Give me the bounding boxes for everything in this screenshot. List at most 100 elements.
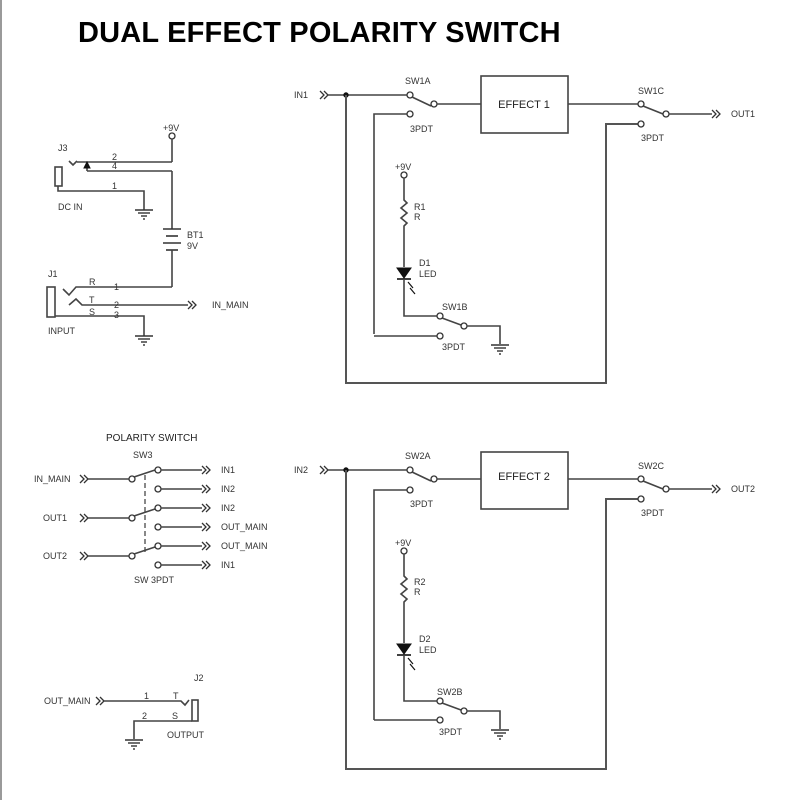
j1-name: INPUT (48, 326, 76, 336)
j1-ring-wire (62, 286, 172, 297)
j1-pin-number: 1 (114, 282, 119, 292)
resistor-r2-icon (399, 554, 409, 643)
r1-value: R (414, 212, 421, 222)
ground-icon (490, 344, 510, 355)
supply-terminal-icon (168, 132, 176, 140)
effect1-supply-label: +9V (395, 162, 411, 172)
sw2b-ref: SW2B (437, 687, 463, 697)
j3-ref: J3 (58, 143, 68, 153)
d1-ref: D1 (419, 258, 431, 268)
j3-switch-arrow-icon (83, 160, 91, 169)
effect1-in-label: IN1 (294, 90, 308, 100)
sw1c-ref: SW1C (638, 86, 665, 96)
effect2-ground-wire (467, 710, 501, 729)
effect2-out-label: OUT2 (731, 484, 755, 494)
effect1-led-wire (403, 280, 437, 317)
j2-tip-wire (104, 699, 190, 707)
switch-terminal-icon (430, 100, 438, 108)
switch-terminal-icon (637, 475, 645, 483)
sw3-output-label: OUT_MAIN (221, 522, 268, 532)
sw2c-ref: SW2C (638, 461, 665, 471)
d1-value: LED (419, 269, 437, 279)
sw1a-type: 3PDT (410, 124, 434, 134)
switch-terminal-icon (436, 332, 444, 340)
sw1b-type: 3PDT (442, 342, 466, 352)
effect2-bypass-wire (345, 470, 638, 770)
effect2-in-label: IN2 (294, 465, 308, 475)
port-arrow-icon (201, 484, 211, 494)
j2-name: OUTPUT (167, 730, 205, 740)
j1-pin-letter: T (89, 295, 95, 305)
polarity-switch: POLARITY SWITCH SW3 IN_MAIN OUT1 OUT2 IN… (34, 433, 268, 585)
d2-value: LED (419, 645, 437, 655)
j2-pin-letter: T (173, 691, 179, 701)
sw3-input-label: OUT1 (43, 513, 67, 523)
switch-blade-icon (133, 546, 156, 555)
j1-jack-body (46, 286, 56, 318)
effect2-loop: IN2 SW2A 3PDT EFFECT 2 SW2C OUT2 3PDT +9… (294, 451, 755, 770)
j3-contact-spring (68, 160, 78, 167)
j2-pin-number: 2 (142, 711, 147, 721)
effect1-out-label: OUT1 (731, 109, 755, 119)
ground-icon (134, 209, 154, 220)
effect2-label: EFFECT 2 (498, 471, 550, 483)
switch-blade-icon (133, 469, 156, 478)
switch-terminal-icon (154, 485, 162, 493)
sw3-output-row: IN1 (154, 560, 235, 570)
effect2-led-loop-wire (373, 489, 407, 720)
effect1-ground-wire (467, 325, 501, 344)
effect1-led-loop-wire (373, 113, 407, 334)
light-ray-icon (409, 663, 416, 671)
led-d1-icon (396, 267, 412, 279)
j1-pin-letter: R (89, 277, 96, 287)
switch-terminal-icon (436, 716, 444, 724)
supply-terminal-icon (400, 171, 408, 179)
port-arrow-icon (319, 90, 329, 100)
port-arrow-icon (201, 522, 211, 532)
switch-terminal-icon (154, 523, 162, 531)
switch-terminal-icon (154, 542, 162, 550)
port-arrow-icon (79, 474, 89, 484)
switch-terminal-icon (637, 100, 645, 108)
j1-sleeve-ground-wire (55, 315, 145, 336)
sw3-output-row: IN2 (154, 484, 235, 494)
switch-terminal-icon (662, 485, 670, 493)
bt1-value: 9V (187, 241, 198, 251)
polarity-switch-heading: POLARITY SWITCH (106, 433, 198, 444)
port-arrow-icon (201, 541, 211, 551)
switch-terminal-icon (436, 312, 444, 320)
switch-terminal-icon (662, 110, 670, 118)
port-arrow-icon (95, 696, 105, 706)
sw1a-ref: SW1A (405, 76, 431, 86)
j3-pin1-ground-wire (57, 186, 145, 210)
sw3-output-row: IN2 (154, 503, 235, 513)
switch-terminal-icon (637, 120, 645, 128)
switch-terminal-icon (406, 91, 414, 99)
schematic-title: DUAL EFFECT POLARITY SWITCH (78, 17, 561, 49)
sw3-output-label: IN2 (221, 503, 235, 513)
supply-label: +9V (163, 123, 179, 133)
j1-ref: J1 (48, 269, 58, 279)
sw2a-type: 3PDT (410, 499, 434, 509)
d2-ref: D2 (419, 634, 431, 644)
switch-terminal-icon (154, 466, 162, 474)
sw3-ref: SW3 (133, 450, 153, 460)
effect2-box (480, 451, 569, 510)
led-d2-icon (396, 643, 412, 655)
effect1-loop: IN1 SW1A 3PDT EFFECT 1 SW1C OUT1 3PDT +9… (294, 75, 755, 384)
out-main-label: OUT_MAIN (44, 696, 91, 706)
sw3-output-row: IN1 (154, 465, 235, 475)
sw1b-ref: SW1B (442, 302, 468, 312)
j3-pin-number: 4 (112, 161, 117, 171)
port-arrow-icon (187, 300, 197, 310)
switch-terminal-icon (406, 110, 414, 118)
sw2b-type: 3PDT (439, 727, 463, 737)
effect1-bypass-wire (345, 95, 638, 384)
sw2c-type: 3PDT (641, 508, 665, 518)
sw3-output-label: IN1 (221, 560, 235, 570)
j1-pin-letter: S (89, 307, 95, 317)
switch-terminal-icon (406, 486, 414, 494)
power-section: J3 2 4 1 DC IN +9V BT1 9V J1 R 1 IN_MAIN… (46, 123, 249, 346)
resistor-r1-icon (399, 178, 409, 267)
